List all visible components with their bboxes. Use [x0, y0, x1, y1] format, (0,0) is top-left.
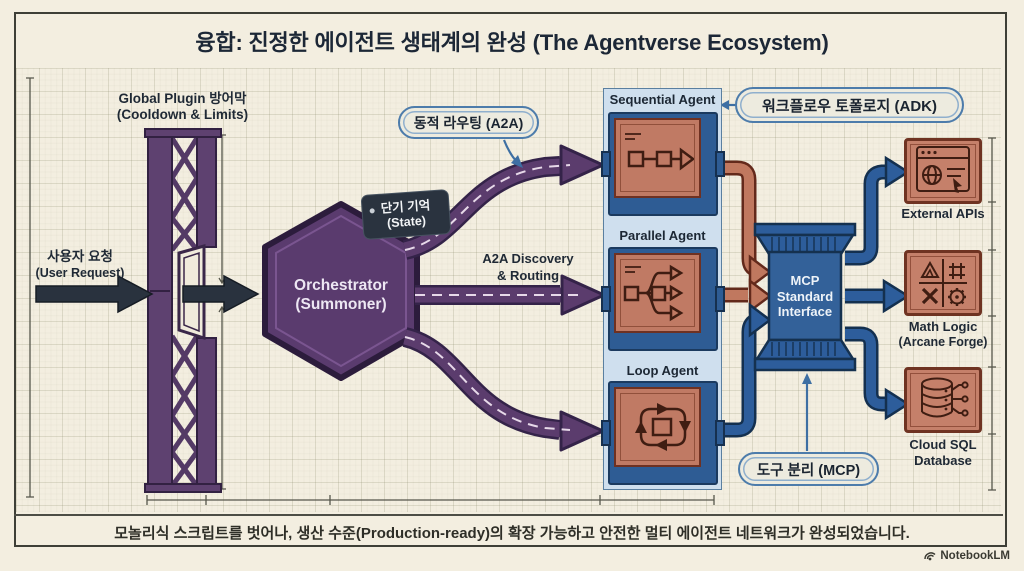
- math-logic-line2: (Arcane Forge): [898, 334, 988, 349]
- brand-name: NotebookLM: [940, 550, 1010, 562]
- mcp-line3: Interface: [777, 304, 833, 319]
- brand-watermark: NotebookLM: [860, 549, 1010, 563]
- agent-label-loop: Loop Agent: [626, 363, 699, 378]
- cloud-sql-label: Cloud SQL Database: [890, 437, 996, 468]
- loop-cycle-icon: [635, 403, 691, 451]
- barrier-label: Global Plugin 방어막 (Cooldown & Limits): [105, 91, 260, 123]
- barrier-wall: [144, 128, 222, 493]
- sequential-agent-card: [601, 112, 725, 216]
- math-logic-line1: Math Logic: [908, 319, 978, 334]
- sequential-agent-face: [614, 118, 701, 198]
- tag-pin-dot: [369, 208, 375, 214]
- mcp-spool: [753, 222, 857, 372]
- mcp-line1: MCP: [790, 273, 820, 288]
- state-tag-line2: (State): [386, 213, 427, 230]
- agent-label-parallel: Parallel Agent: [619, 228, 706, 243]
- adk-topology-badge: 워크플로우 토폴로지 (ADK): [735, 87, 964, 123]
- pipes: [722, 155, 911, 438]
- annotation-arrows: [502, 100, 812, 451]
- user-request-line2: (User Request): [35, 266, 125, 280]
- routing-paths: [402, 144, 606, 452]
- parallel-fanout-icon: [623, 264, 684, 322]
- loop-agent-card: [601, 381, 725, 485]
- mcp-separation-badge: 도구 분리 (MCP): [738, 452, 879, 486]
- browser-globe-icon: [916, 146, 970, 193]
- caption-text: 모놀리식 스크립트를 벗어나, 생산 수준(Production-ready)의…: [114, 525, 910, 542]
- math-symbols-icon: [919, 259, 967, 307]
- loop-agent-face: [614, 387, 701, 467]
- page-title: 융합: 진정한 에이전트 생태계의 완성 (The Agentverse Eco…: [195, 30, 829, 55]
- user-request-line1: 사용자 요청: [47, 249, 113, 264]
- orchestrator-line2: (Summoner): [295, 296, 387, 313]
- external-apis-label: External APIs: [901, 206, 985, 221]
- math-logic-label: Math Logic (Arcane Forge): [884, 319, 1002, 350]
- connector-nub: [715, 151, 725, 177]
- cloud-sql-line2: Database: [914, 452, 972, 468]
- state-memory-tag: 단기 기억 (State): [360, 188, 452, 241]
- request-arrows: [35, 274, 260, 314]
- agent-label-sequential: Sequential Agent: [609, 92, 716, 107]
- barrier-label-line2: (Cooldown & Limits): [116, 107, 249, 122]
- orchestrator-label: Orchestrator (Summoner): [266, 276, 416, 314]
- caption-divider: [14, 514, 1003, 516]
- connector-nub: [601, 286, 611, 312]
- orchestrator-line1: Orchestrator: [294, 277, 388, 294]
- parallel-agent-card: [601, 247, 725, 351]
- mcp-interface-label: MCP Standard Interface: [769, 273, 841, 320]
- cloud-sql-box: [904, 367, 982, 433]
- barrier-label-line1: Global Plugin 방어막: [118, 91, 247, 106]
- discovery-line1: A2A Discovery: [482, 251, 574, 266]
- a2a-discovery-label: A2A Discovery & Routing: [477, 251, 579, 284]
- database-network-icon: [921, 377, 969, 418]
- math-logic-box: [904, 250, 982, 316]
- mcp-line2: Standard: [776, 288, 834, 304]
- notebooklm-logo-icon: [924, 552, 936, 561]
- connector-nub: [715, 286, 725, 312]
- connector-nub: [601, 420, 611, 446]
- dimension-lines: [26, 77, 996, 505]
- connector-nub: [715, 420, 725, 446]
- user-request-label: 사용자 요청 (User Request): [24, 249, 136, 281]
- connector-nub: [601, 151, 611, 177]
- sequential-flow-icon: [625, 133, 695, 171]
- external-apis-box: [904, 138, 982, 204]
- parallel-agent-face: [614, 253, 701, 333]
- cloud-sql-line1: Cloud SQL: [909, 437, 977, 452]
- a2a-routing-badge: 동적 라우팅 (A2A): [398, 106, 539, 139]
- agent-workflow-panel: Sequential Agent Parallel Agent: [601, 88, 725, 490]
- discovery-line2: & Routing: [496, 267, 560, 283]
- outer-frame: [14, 12, 1007, 547]
